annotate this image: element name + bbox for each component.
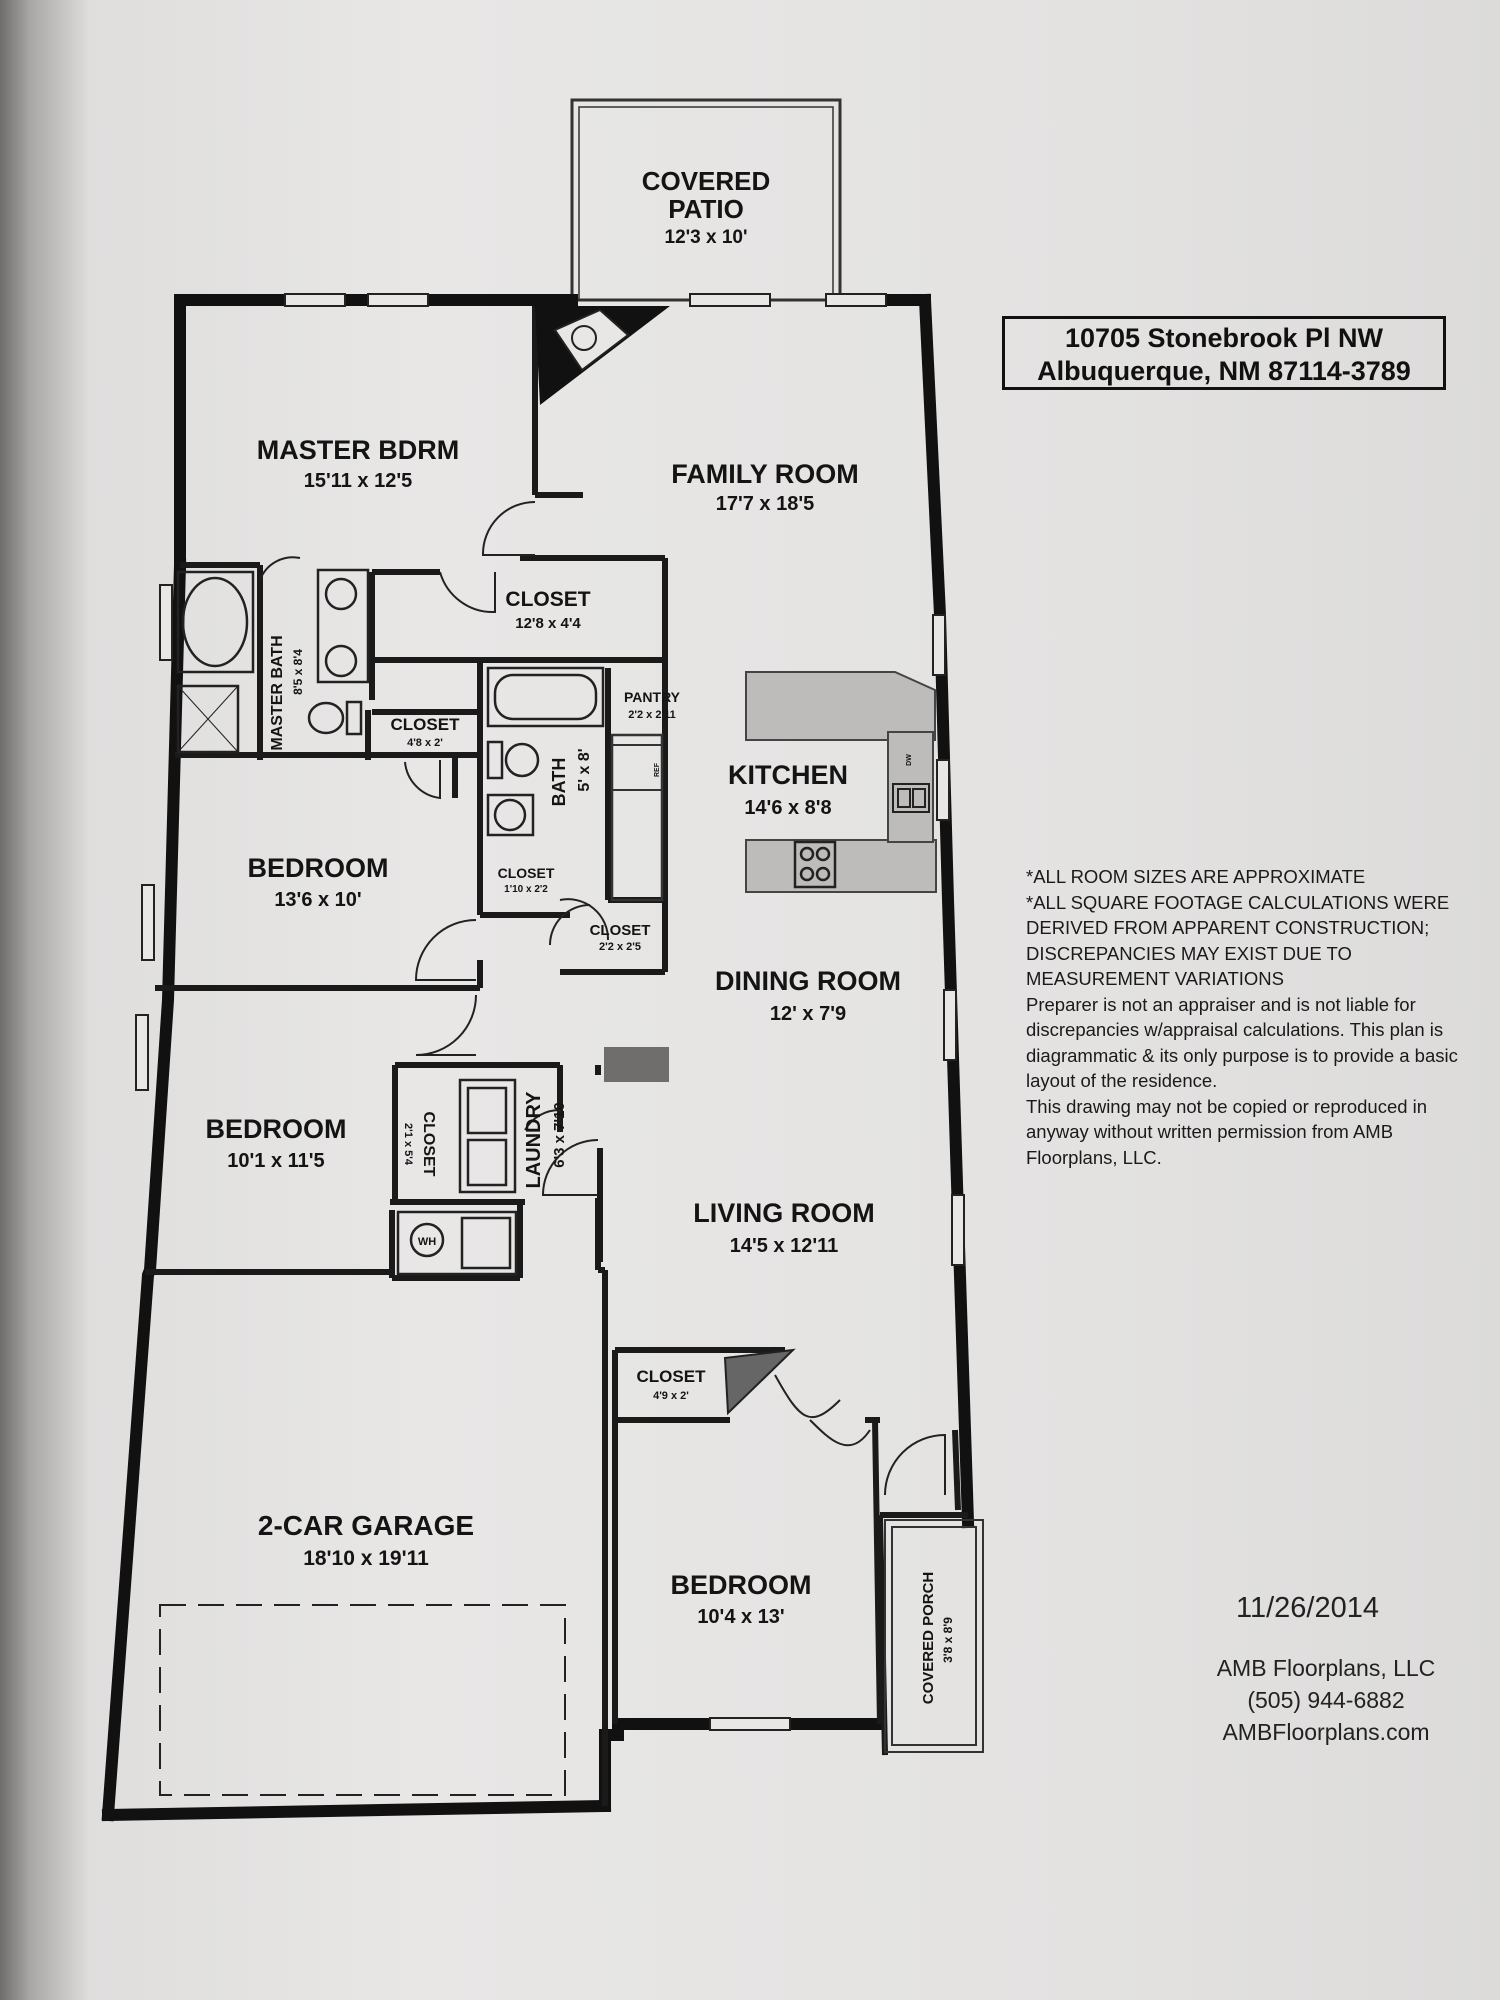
- master-bath-fixtures: [176, 568, 370, 754]
- closet-2-dim: 4'8 x 2': [407, 737, 443, 749]
- closet-1-dim: 12'8 x 4'4: [515, 615, 581, 632]
- disclaimer-notes: *ALL ROOM SIZES ARE APPROXIMATE *ALL SQU…: [1026, 864, 1500, 1170]
- closet-3-name: CLOSET: [498, 865, 555, 881]
- pantry-name: PANTRY: [624, 689, 681, 705]
- living-room-name: LIVING ROOM: [693, 1198, 875, 1228]
- pantry-dim: 2'2 x 2'11: [628, 709, 675, 721]
- kitchen-name: KITCHEN: [728, 760, 848, 790]
- master-bdrm-name: MASTER BDRM: [257, 435, 460, 465]
- bedroom-3-dim: 10'4 x 13': [697, 1606, 784, 1628]
- hall-bath-fixtures: [486, 666, 605, 837]
- column: [604, 1047, 669, 1082]
- closet-4-name: CLOSET: [590, 922, 651, 939]
- closet-1-name: CLOSET: [505, 588, 590, 611]
- garage-door: [159, 1604, 566, 1796]
- interior-walls: [145, 306, 968, 1806]
- bath-dim: 5' x 8': [576, 748, 593, 791]
- company-phone: (505) 944-6882: [1247, 1687, 1405, 1713]
- address-box: 10705 Stonebrook Pl NW Albuquerque, NM 8…: [1002, 316, 1446, 390]
- closet-2-name: CLOSET: [391, 715, 461, 734]
- room-labels: COVERED PATIO 12'3 x 10' MASTER BDRM 15'…: [206, 166, 956, 1704]
- master-bdrm-dim: 15'11 x 12'5: [304, 470, 413, 492]
- closet-5-dim: 2'1 x 5'4: [402, 1123, 414, 1166]
- note-line: *ALL SQUARE FOOTAGE CALCULATIONS WERE: [1026, 891, 1450, 913]
- kitchen-dim: 14'6 x 8'8: [744, 797, 831, 819]
- note-line: anyway without written permission from A…: [1026, 1121, 1394, 1142]
- company-name: AMB Floorplans, LLC: [1216, 1655, 1436, 1681]
- patio-name-2: PATIO: [668, 194, 744, 224]
- garage-name: 2-CAR GARAGE: [258, 1510, 474, 1541]
- water-heater-label: WH: [418, 1236, 436, 1248]
- covered-porch-name: COVERED PORCH: [920, 1572, 937, 1705]
- note-line: DISCREPANCIES MAY EXIST DUE TO: [1026, 942, 1352, 964]
- note-line: discrepancies w/appraisal calculations. …: [1026, 1019, 1444, 1040]
- note-line: Floorplans, LLC.: [1026, 1146, 1162, 1168]
- covered-porch-outline: [884, 1519, 984, 1753]
- note-line: diagrammatic & its only purpose is to pr…: [1026, 1044, 1458, 1066]
- note-line: This drawing may not be copied or reprod…: [1026, 1095, 1428, 1117]
- family-room-dim: 17'7 x 18'5: [716, 493, 815, 515]
- laundry-name: LAUNDRY: [523, 1091, 545, 1189]
- patio-name: COVERED: [642, 166, 771, 196]
- patio-dim: 12'3 x 10': [665, 227, 748, 248]
- closet-6-dim: 4'9 x 2': [653, 1390, 689, 1402]
- note-line: layout of the residence.: [1026, 1070, 1218, 1091]
- closet-5-name: CLOSET: [420, 1112, 437, 1177]
- bedroom-1-name: BEDROOM: [248, 853, 389, 883]
- kitchen-counters: [610, 671, 937, 902]
- closet-6-name: CLOSET: [637, 1367, 707, 1386]
- laundry-dim: 6'3 x 7'10: [551, 1102, 568, 1168]
- fireplace: [535, 306, 670, 405]
- note-line: MEASUREMENT VARIATIONS: [1026, 968, 1285, 989]
- address-line-1: 10705 Stonebrook Pl NW: [1064, 323, 1384, 353]
- windows: [135, 293, 965, 1731]
- living-room-dim: 14'5 x 12'11: [730, 1235, 839, 1257]
- company-info: AMB Floorplans, LLC (505) 944-6882 AMBFl…: [1216, 1652, 1436, 1748]
- master-bath-dim: 8'5 x 8'4: [291, 649, 305, 695]
- dw-label: DW: [906, 754, 913, 766]
- bath-name: BATH: [549, 758, 569, 807]
- note-line: *ALL ROOM SIZES ARE APPROXIMATE: [1026, 866, 1366, 887]
- dining-room-dim: 12' x 7'9: [770, 1003, 846, 1025]
- note-line: DERIVED FROM APPARENT CONSTRUCTION;: [1026, 917, 1430, 938]
- garage-dim: 18'10 x 19'11: [303, 1547, 429, 1570]
- company-website: AMBFloorplans.com: [1222, 1719, 1430, 1745]
- bedroom-3-name: BEDROOM: [671, 1570, 812, 1600]
- door-swings: [259, 501, 946, 1496]
- closet-wedge: [723, 1348, 796, 1416]
- ref-label: REF: [654, 762, 661, 777]
- plan-date: 11/26/2014: [1236, 1592, 1379, 1624]
- bedroom-2-name: BEDROOM: [206, 1114, 347, 1144]
- dining-room-name: DINING ROOM: [715, 966, 901, 996]
- closet-4-dim: 2'2 x 2'5: [599, 941, 641, 953]
- family-room-name: FAMILY ROOM: [671, 459, 859, 489]
- note-line: Preparer is not an appraiser and is not …: [1026, 993, 1416, 1015]
- covered-porch-dim: 3'8 x 8'9: [941, 1617, 955, 1663]
- bedroom-2-dim: 10'1 x 11'5: [227, 1150, 324, 1172]
- bedroom-1-dim: 13'6 x 10': [274, 889, 361, 911]
- laundry-fixtures: [396, 1078, 518, 1276]
- master-bath-name: MASTER BATH: [269, 635, 286, 750]
- exterior-walls: [101, 293, 975, 1822]
- address-line-2: Albuquerque, NM 87114-3789: [1037, 356, 1411, 386]
- closet-3-dim: 1'10 x 2'2: [504, 884, 548, 895]
